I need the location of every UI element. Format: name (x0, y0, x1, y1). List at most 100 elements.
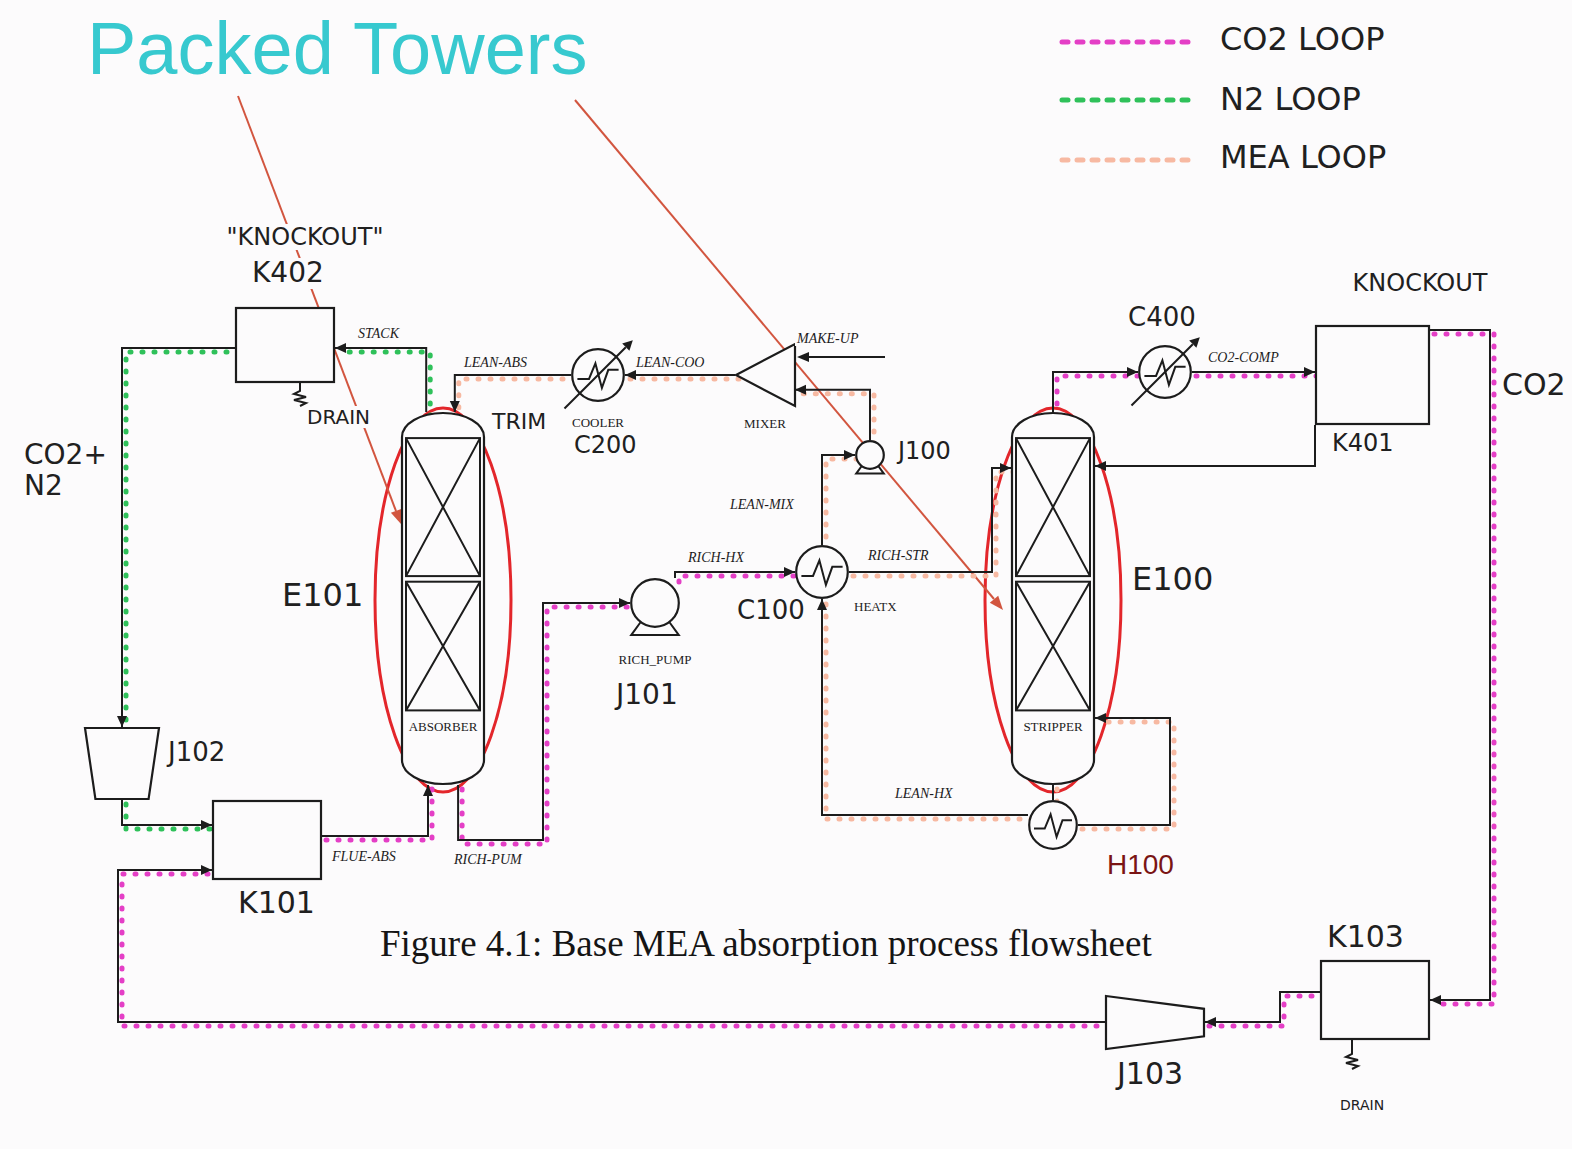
loop-highlight (326, 789, 432, 840)
arrowhead (1095, 713, 1106, 723)
arrowhead (1000, 463, 1011, 473)
equipment-outline (1029, 801, 1077, 849)
arrowhead (1205, 1017, 1216, 1027)
legend-label: MEA LOOP (1218, 140, 1388, 175)
stream-path (322, 785, 428, 836)
stream-line (1053, 367, 1138, 412)
equipment-outline (856, 441, 884, 469)
node-label: E101 (280, 578, 365, 613)
stream-line (450, 375, 571, 412)
arrowhead (795, 385, 806, 395)
stream-line (1205, 992, 1320, 1027)
equipment-node: E101ABSORBER (401, 412, 485, 785)
loop-highlights (122, 334, 1494, 1026)
arrowhead (844, 450, 855, 460)
arrowhead (201, 865, 212, 875)
equipment-node: J102 (84, 727, 160, 800)
stream-line (1053, 785, 1054, 800)
packing-cross (1016, 438, 1090, 576)
stream-line (335, 343, 426, 412)
equipment-symbol (1315, 325, 1430, 425)
loop-highlight (799, 394, 874, 444)
equipment-node: MIXER (735, 343, 795, 407)
stream-label: CO2+ N2 (22, 440, 109, 502)
node-label: E100 (1130, 562, 1215, 597)
stream-label: LEAN-ABS (462, 355, 529, 370)
loop-highlight (826, 459, 859, 549)
node-label: J102 (166, 738, 227, 767)
highlight-ellipse (985, 408, 1121, 792)
equipment-symbol (855, 440, 885, 470)
stream-line (675, 567, 795, 578)
drain-symbol (294, 383, 306, 406)
equipment-node: J100 (855, 440, 885, 470)
vessel-outline (213, 801, 321, 879)
stream-path (122, 348, 235, 727)
node-label: J100 (896, 438, 953, 464)
loop-highlight (1057, 376, 1142, 416)
feed-arrowhead (797, 352, 809, 362)
vessel-outline (1321, 961, 1429, 1039)
arrowhead (1430, 995, 1441, 1005)
stream-line (849, 463, 1011, 572)
mixer-outline (736, 344, 795, 406)
equipment-node: E100STRIPPER (1011, 412, 1095, 785)
equipment-symbol (795, 545, 849, 599)
loop-highlight (826, 603, 1032, 819)
legend-label: CO2 LOOP (1218, 22, 1386, 57)
legend-label: N2 LOOP (1218, 82, 1363, 117)
annotation-label: MAKE-UP (795, 331, 860, 346)
loop-highlight (1082, 722, 1174, 829)
stream-label: CO2-COMP (1206, 350, 1281, 365)
figure-caption: Figure 4.1: Base MEA absorption process … (378, 924, 1154, 965)
loop-highlight (853, 472, 1015, 576)
equipment-symbol (212, 800, 322, 880)
packing-bed (406, 438, 480, 576)
stream-path (455, 375, 571, 412)
node-label: RICH_PUMP (617, 653, 694, 667)
legend-sample (1062, 40, 1195, 45)
equipment-node: C100HEATX (795, 545, 849, 599)
equipment-node: KNOCKOUTK401 (1315, 325, 1430, 425)
annotation-title: Packed Towers (85, 8, 589, 89)
node-label: C200 (572, 432, 639, 458)
stream-label: RICH-STR (866, 548, 931, 563)
loop-highlight (629, 377, 739, 382)
stream-line (1430, 330, 1490, 1005)
stream-label: RICH-HX (686, 550, 746, 565)
node-label: "KNOCKOUT" (225, 224, 386, 250)
stream-path (1205, 992, 1320, 1022)
equipment-symbol (1028, 800, 1078, 850)
stream-line (822, 450, 855, 545)
packing-bed (406, 582, 480, 711)
equipment-outline (796, 546, 848, 598)
blower-outline (85, 728, 159, 799)
exchanger-arrow (565, 347, 626, 408)
stream-label: LEAN-MIX (728, 497, 796, 512)
stream-path (625, 374, 735, 376)
loop-highlight (126, 352, 239, 731)
arrowhead (625, 370, 636, 380)
exchanger-arrow (1132, 344, 1193, 405)
equipment-symbol (630, 578, 680, 628)
stream-path (675, 572, 795, 578)
stream-line (1192, 367, 1315, 377)
loop-highlight (1196, 374, 1319, 379)
node-label: J101 (614, 680, 680, 711)
arrowhead (1095, 461, 1106, 471)
node-label: HEATX (852, 600, 899, 614)
equipment-symbol (84, 727, 160, 800)
node-label: COOLER (570, 416, 626, 430)
stream-path (849, 468, 1011, 572)
stream-path (1052, 785, 1054, 800)
annotation-label: DRAIN (1338, 1098, 1386, 1113)
stream-path (822, 599, 1028, 815)
node-label: KNOCKOUT (1351, 270, 1490, 296)
leader-arrowhead (990, 596, 1003, 610)
equipment-node: H100 (1028, 800, 1078, 850)
legend-sample (1062, 158, 1195, 163)
packing-cross (406, 582, 480, 711)
stream-line (795, 385, 870, 440)
node-label: H100 (1105, 850, 1176, 881)
equipment-symbol (1138, 345, 1192, 399)
